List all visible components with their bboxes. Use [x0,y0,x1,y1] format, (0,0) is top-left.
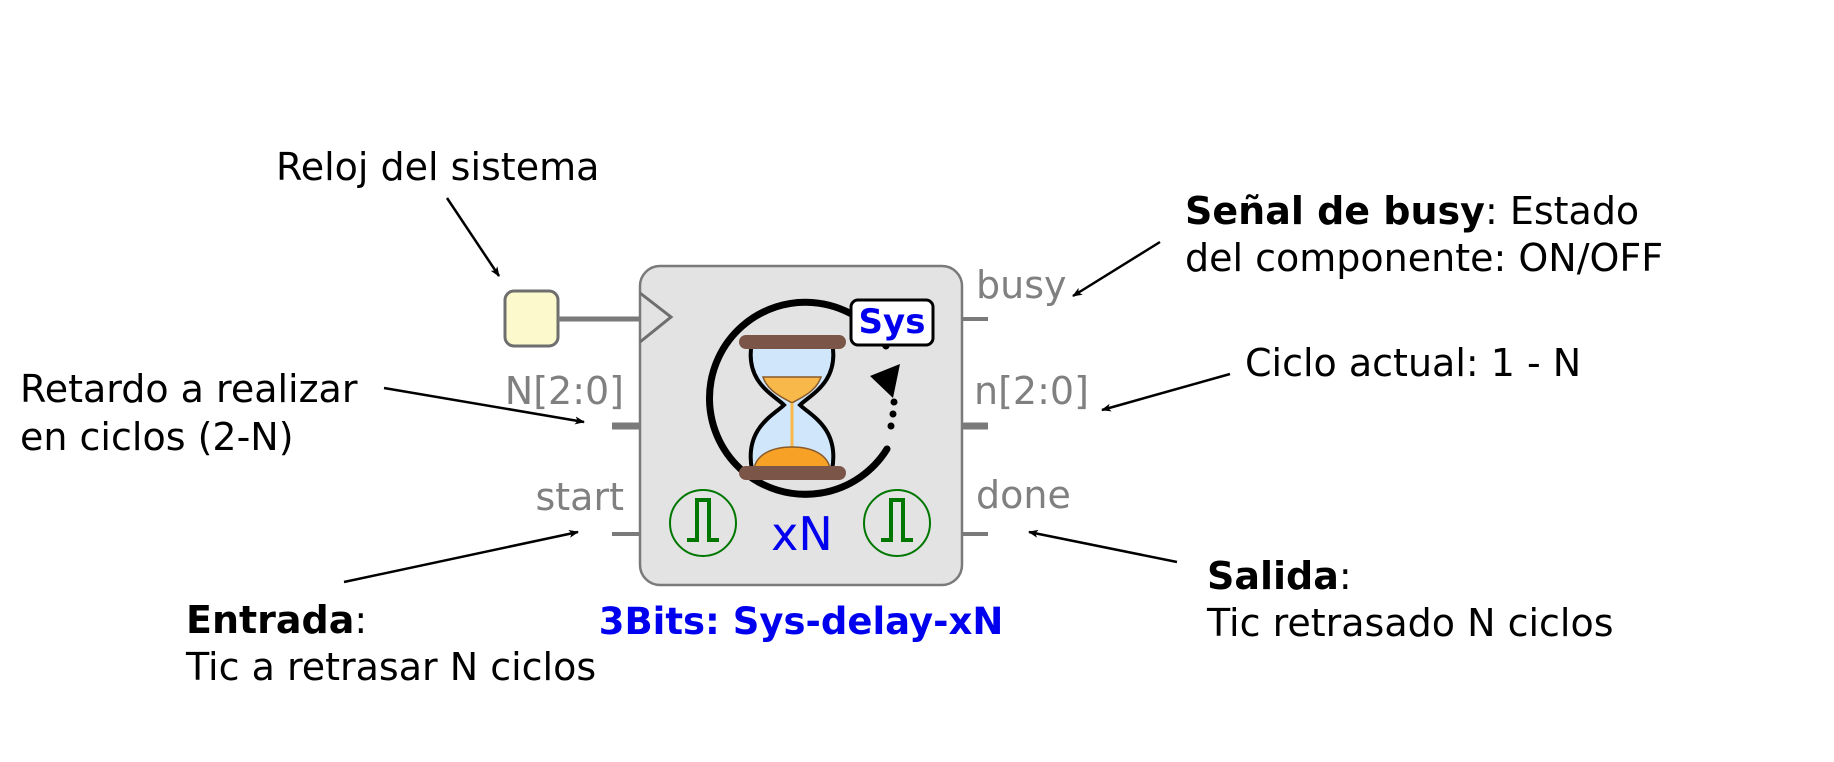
port-label-busy: busy [976,263,1067,307]
annotation-output-line2: Tic retrasado N ciclos [1206,601,1614,645]
annotation-input-line1: Entrada: [186,598,367,642]
arrow-busy [1072,240,1161,298]
port-label-start: start [535,475,624,519]
annotation-busy-rest: : Estado [1485,189,1639,233]
annotation-busy-line2: del componente: ON/OFF [1185,236,1663,280]
clock-input-box[interactable] [503,289,560,348]
annotation-input-colon: : [354,598,367,642]
annotation-delay-line1: Retardo a realizar [20,367,358,411]
arrow-output [1028,529,1178,564]
annotation-busy-line1: Señal de busy: Estado [1185,189,1639,233]
annotation-busy-bold: Señal de busy [1185,189,1485,233]
arrow-input [343,529,579,584]
annotation-output-line1: Salida: [1207,554,1352,598]
clock-triangle-icon [639,291,674,344]
annotation-output-bold: Salida [1207,554,1339,598]
annotation-output-colon: : [1339,554,1352,598]
annotation-delay-line2: en ciclos (2-N) [20,415,294,459]
multiplier-label: xN [771,507,833,561]
sys-badge-label: Sys [859,302,926,342]
port-label-n-out: n[2:0] [974,369,1089,413]
arrow-clock [445,197,501,277]
arrow-delay [383,386,585,425]
pulse-output-icon [863,489,931,557]
port-label-n-in: N[2:0] [505,369,624,413]
arrow-cycle [1101,372,1231,412]
port-label-done: done [976,473,1071,517]
sys-badge [849,298,935,347]
annotation-input-bold: Entrada [186,598,354,642]
pulse-input-icon [669,489,737,557]
hourglass-timer-icon [706,298,900,498]
annotation-cycle: Ciclo actual: 1 - N [1245,341,1581,385]
annotation-input-line2: Tic a retrasar N ciclos [185,645,596,689]
annotation-clock: Reloj del sistema [276,145,599,189]
block-title: 3Bits: Sys-delay-xN [599,600,1004,643]
